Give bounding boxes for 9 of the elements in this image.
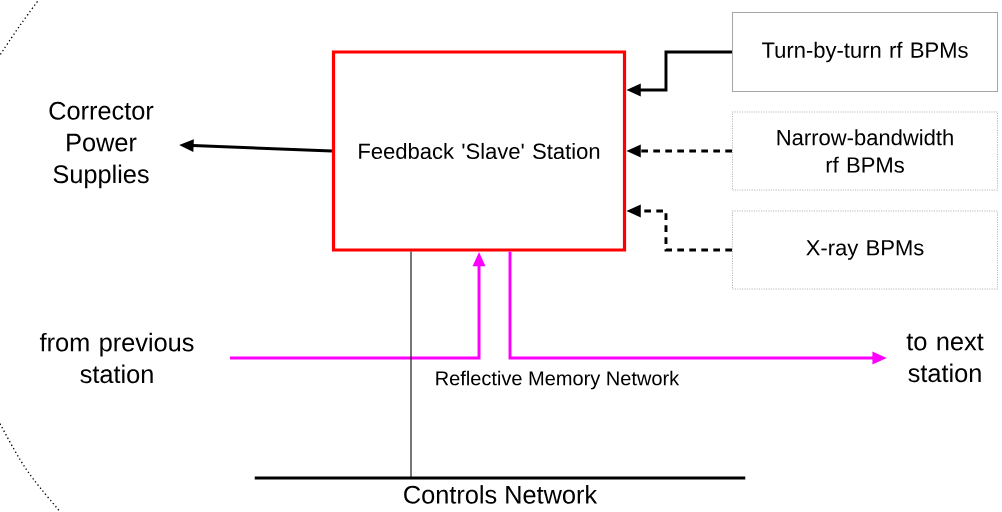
station-box: Feedback 'Slave' Station	[331, 50, 627, 252]
source-box: X-ray BPMs	[731, 210, 999, 290]
network-bar: Controls Network	[254, 476, 746, 504]
node-text: from previous station	[39, 332, 194, 384]
source-box: Narrow-bandwidth rf BPMs	[731, 111, 999, 191]
network-label: Reflective Memory Network	[436, 370, 680, 390]
node-text: Corrector Power Supplies	[49, 101, 154, 189]
source-box: Turn-by-turn rf BPMs	[731, 11, 999, 93]
node-text: to next station	[906, 333, 984, 383]
